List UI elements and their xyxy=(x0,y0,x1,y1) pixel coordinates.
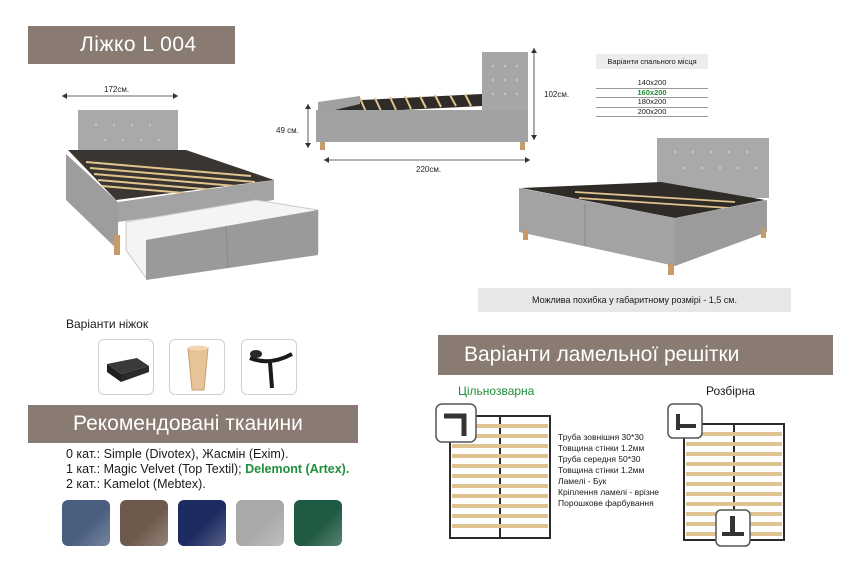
slats-folding-label: Розбірна xyxy=(706,384,755,398)
size-row: 140x200 xyxy=(596,78,708,89)
bed-photo-closed xyxy=(519,138,769,275)
slats-welded-diagram xyxy=(435,403,551,539)
slats-spec-list: Труба зовнішня 30*30 Товщина стінки 1.2м… xyxy=(558,432,659,509)
size-row: 200x200 xyxy=(596,107,708,117)
fabric-swatch xyxy=(62,500,110,546)
bed-photo-side xyxy=(305,48,537,163)
slats-folding-diagram xyxy=(667,403,785,547)
fabric-cat-0: 0 кат.: Simple (Divotex), Жасмін (Exim). xyxy=(66,447,289,461)
leg-option-metal[interactable] xyxy=(241,339,297,395)
spec-item: Труба зовнішня 30*30 xyxy=(558,432,644,442)
spec-item: Товщина стінки 1.2мм xyxy=(558,443,645,453)
dim-length: 220см. xyxy=(416,165,442,174)
leg-option-wood[interactable] xyxy=(169,339,225,395)
tolerance-note: Можлива похибка у габаритному розмірі - … xyxy=(478,288,791,312)
dim-head-height: 102см. xyxy=(544,90,570,99)
fabric-cat-1-highlight: Delemont (Artex). xyxy=(245,462,350,476)
fabric-swatch xyxy=(236,500,284,546)
spec-item: Ламелі - Бук xyxy=(558,476,607,486)
slats-welded-label: Цільнозварна xyxy=(458,384,535,398)
slats-banner: Варіанти ламельної решітки xyxy=(438,335,833,375)
fabric-swatch xyxy=(120,500,168,546)
product-title: Ліжко L 004 xyxy=(28,26,235,64)
fabric-cat-1: 1 кат.: Magic Velvet (Top Textil); Delem… xyxy=(66,462,349,476)
fabric-swatch xyxy=(178,500,226,546)
bed-photo-open-drawers xyxy=(62,93,319,280)
spec-item: Труба середня 50*30 xyxy=(558,454,641,464)
size-row-selected: 160x200 xyxy=(596,88,708,98)
spec-item: Товщина стінки 1.2мм xyxy=(558,465,645,475)
legs-title: Варіанти ніжок xyxy=(66,317,149,331)
fabric-cat-2: 2 кат.: Kamelot (Mebtex). xyxy=(66,477,206,491)
fabric-cat-1-main: 1 кат.: Magic Velvet (Top Textil); xyxy=(66,462,246,476)
size-table-header: Варіанти спального місця xyxy=(596,54,708,69)
leg-option-black-block[interactable] xyxy=(98,339,154,395)
fabrics-banner: Рекомендовані тканини xyxy=(28,405,358,443)
fabric-swatch xyxy=(294,500,342,546)
spec-item: Кріплення ламелі - врізне xyxy=(558,487,660,497)
dim-width: 172см. xyxy=(104,85,130,94)
leg-wood-icon xyxy=(187,345,209,391)
size-table: Варіанти спального місця 140x200 160x200… xyxy=(596,54,708,117)
dim-side-height: 49 см. xyxy=(276,126,299,135)
spec-item: Порошкове фарбування xyxy=(558,498,654,508)
leg-black-block-icon xyxy=(107,358,149,382)
leg-metal-icon xyxy=(249,350,293,389)
size-row: 180x200 xyxy=(596,97,708,108)
